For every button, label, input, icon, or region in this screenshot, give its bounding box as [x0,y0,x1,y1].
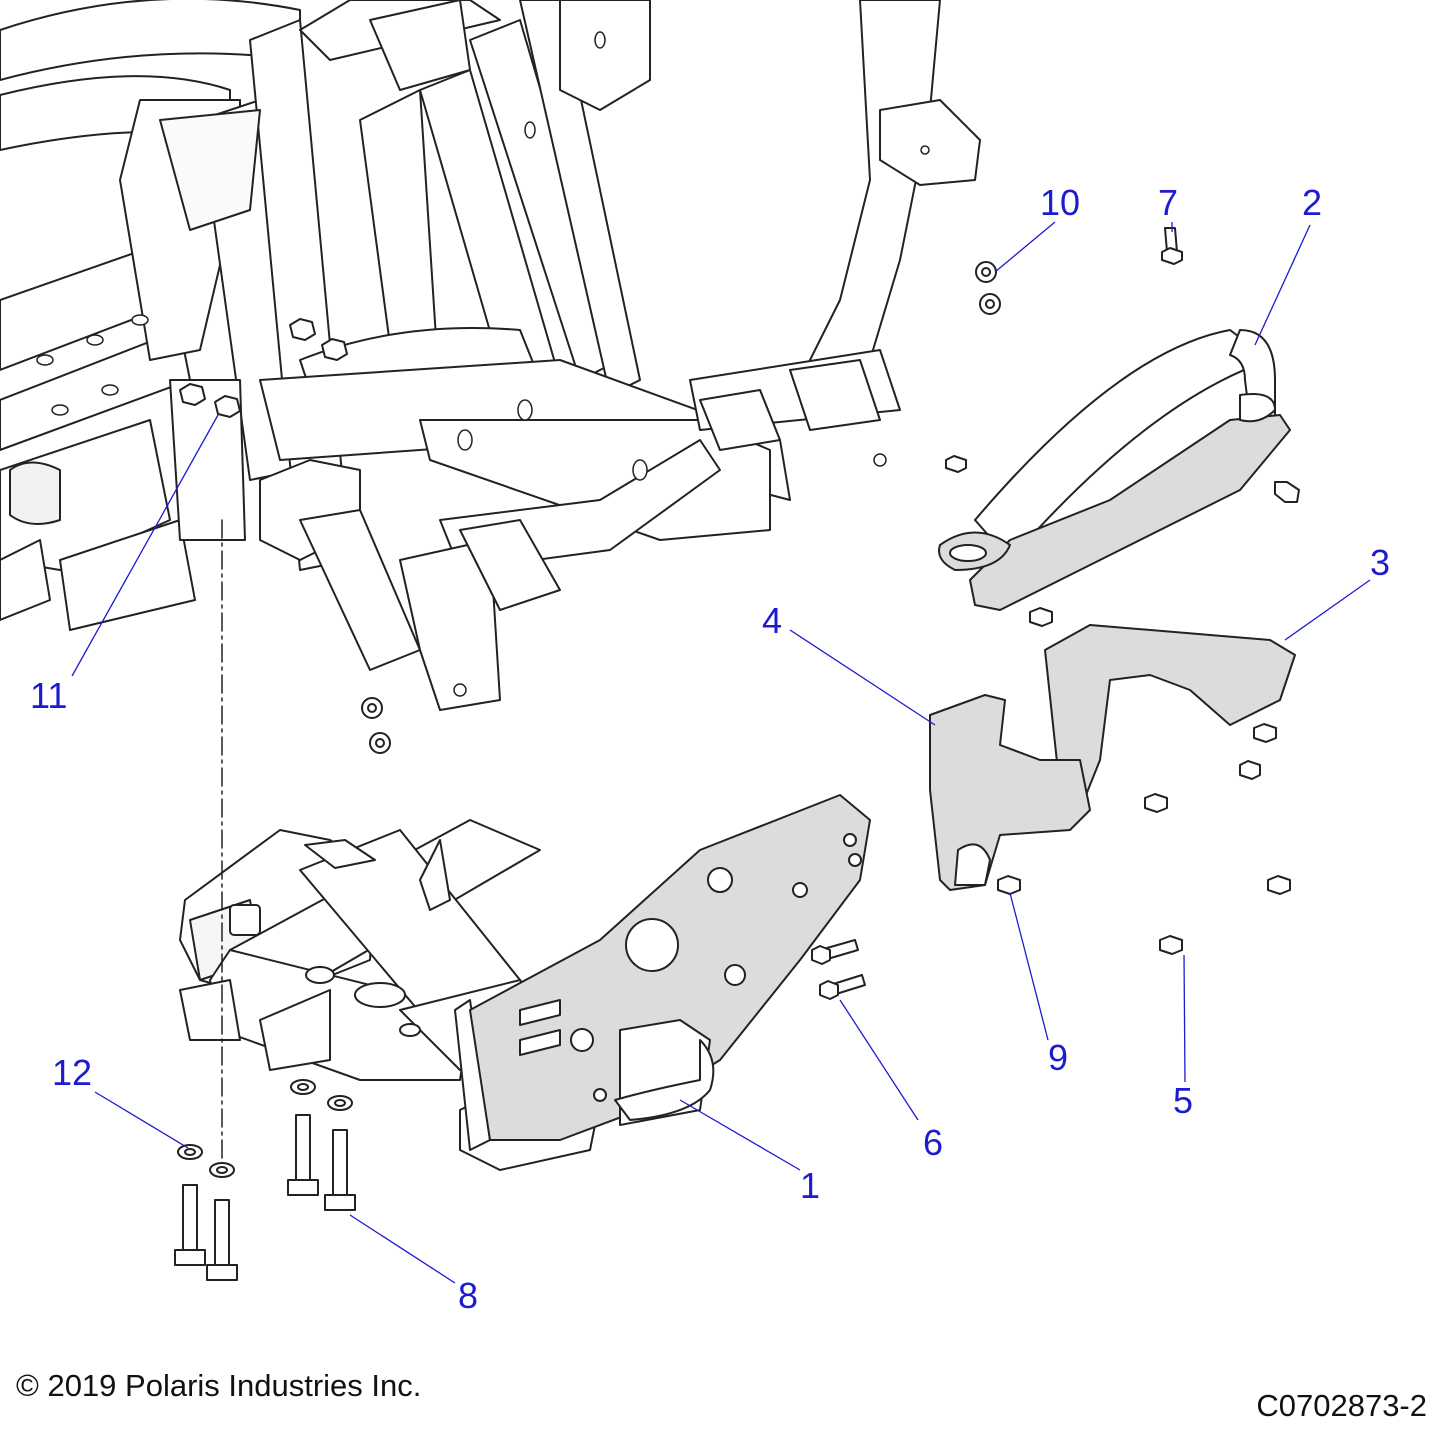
callout-3: 3 [1370,542,1390,583]
callout-4: 4 [762,600,782,641]
copyright-notice: © 2019 Polaris Industries Inc. [16,1368,422,1403]
bracket-part-4 [929,694,1091,891]
callout-7: 7 [1158,182,1178,223]
callout-5: 5 [1173,1080,1193,1121]
callout-10: 10 [1040,182,1080,223]
callout-1: 1 [800,1165,820,1206]
callout-labels: 1 2 3 4 5 6 7 8 9 10 11 12 [30,182,1390,1316]
callout-9: 9 [1048,1037,1068,1078]
callout-6: 6 [923,1122,943,1163]
callout-2: 2 [1302,182,1322,223]
vehicle-frame [0,0,981,711]
bumper-tube-part-2 [938,329,1291,611]
front-frame-assembly-part-1 [179,794,871,1171]
callout-12: 12 [52,1052,92,1093]
figure-id: C0702873-2 [1256,1388,1427,1423]
callout-11: 11 [30,675,67,716]
fasteners [174,227,1300,1281]
leader-lines [71,221,1371,1284]
callout-8: 8 [458,1275,478,1316]
